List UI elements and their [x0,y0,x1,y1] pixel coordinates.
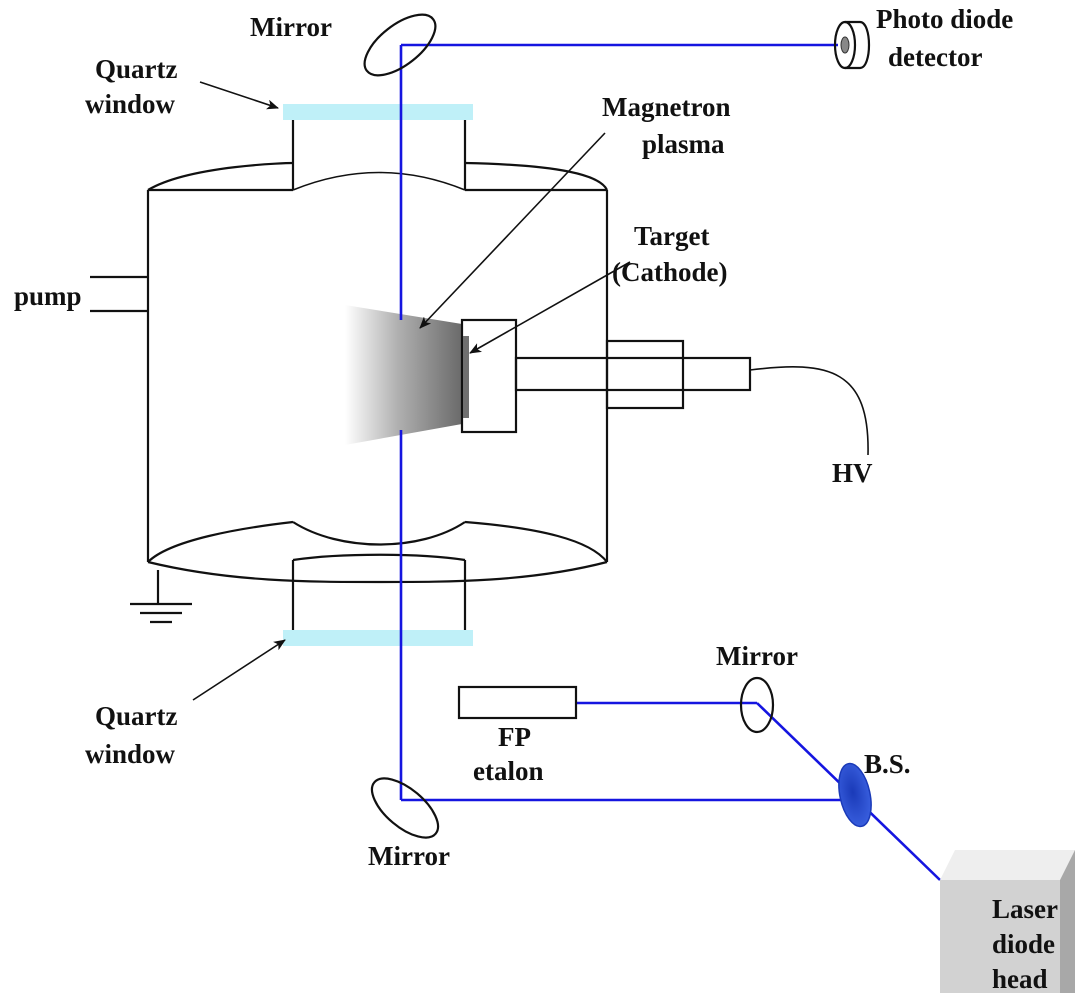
pump-port [90,275,148,313]
quartz-window-top [283,104,473,120]
chamber-bottom-edge [147,520,608,563]
top-port [283,104,473,190]
label-quartz-top-line1: Quartz [95,54,177,84]
arrow-target [469,261,631,354]
label-quartz-bottom-line2: window [85,739,176,769]
chamber-top-dome [147,161,608,191]
feedthrough-flange [605,339,685,410]
label-beam-splitter: B.S. [864,749,911,779]
label-mirror-right: Mirror [716,641,798,671]
label-mirror-top: Mirror [250,12,332,42]
beam-splitter [838,762,872,828]
mirror-top [363,13,437,77]
label-target-line2: (Cathode) [612,257,728,287]
photo-diode-sensor-icon [840,36,850,54]
label-mirror-bottom: Mirror [368,841,450,871]
target-cathode-assembly [460,318,869,456]
label-magnetron-line2: plasma [642,129,725,159]
target-plate [463,336,469,418]
label-laser-line2: diode [992,929,1055,959]
cathode-rod [514,356,752,392]
laser-diode-head [940,850,1075,993]
quartz-window-bottom [283,630,473,646]
label-laser-line1: Laser [992,894,1058,924]
mirror-right [739,676,775,734]
label-magnetron-line1: Magnetron [602,92,731,122]
label-photo-diode-line2: detector [888,42,982,72]
label-fp-line2: etalon [473,756,544,786]
cathode-holder [460,318,518,434]
arrow-quartz-top [199,81,279,110]
mirror-bottom [370,777,440,839]
label-hv: HV [832,458,873,488]
photo-diode-detector [833,20,870,70]
hv-cable [749,366,869,456]
ground-symbol [130,570,192,624]
top-port-inner-arc [292,171,466,191]
label-pump: pump [14,281,82,311]
chamber-bottom-curve [147,560,608,584]
label-quartz-bottom-line1: Quartz [95,701,177,731]
arrow-quartz-bottom [192,639,286,701]
pointer-arrows [192,81,631,701]
magnetron-plasma-glow [345,305,462,445]
label-quartz-top-line2: window [85,89,176,119]
label-photo-diode-line1: Photo diode [876,4,1013,34]
arrow-magnetron [419,132,606,329]
fp-etalon [457,685,578,720]
label-fp-line1: FP [498,722,531,752]
label-target-line1: Target [634,221,710,251]
label-laser-line3: head [992,964,1048,993]
bottom-port [283,521,473,646]
